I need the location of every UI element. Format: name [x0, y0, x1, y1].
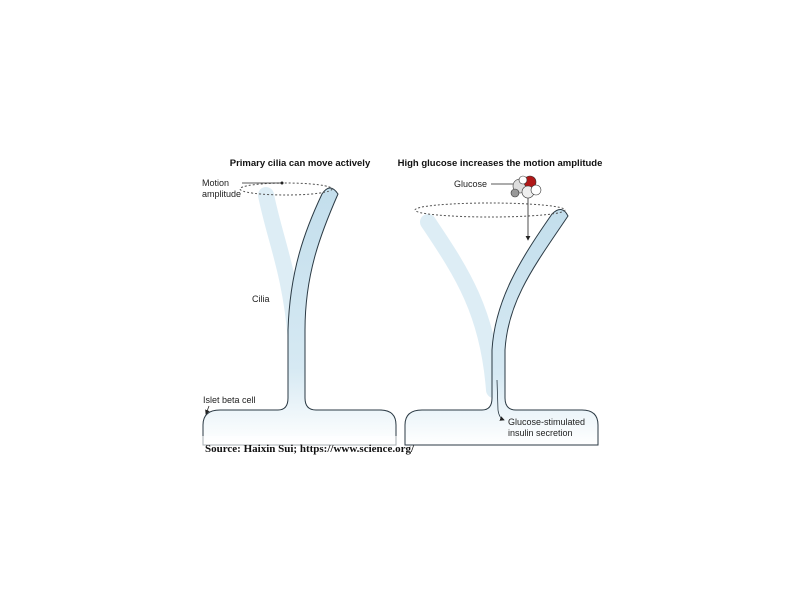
glucose-molecule-icon	[510, 175, 542, 199]
secretion-label-1: Glucose-stimulated	[508, 417, 585, 427]
motion-amplitude-ellipse	[414, 202, 566, 218]
motion-label-2: amplitude	[202, 189, 241, 199]
cell-label: Islet beta cell	[203, 395, 256, 405]
source-caption: Source: Haixin Sui; https://www.science.…	[205, 443, 415, 455]
left-panel: Primary cilia can move actively Motion a…	[200, 158, 415, 455]
cilia-label: Cilia	[252, 294, 270, 304]
cell-body	[202, 187, 397, 446]
motion-amplitude-ellipse	[239, 182, 333, 196]
left-title: Primary cilia can move actively	[230, 158, 371, 169]
right-title: High glucose increases the motion amplit…	[398, 158, 603, 169]
cell-body	[404, 209, 599, 446]
ghost-cilium	[420, 214, 502, 398]
motion-label-1: Motion	[202, 178, 229, 188]
glucose-label: Glucose	[454, 179, 487, 189]
secretion-label-2: insulin secretion	[508, 428, 573, 438]
right-panel: High glucose increases the motion amplit…	[398, 158, 603, 446]
